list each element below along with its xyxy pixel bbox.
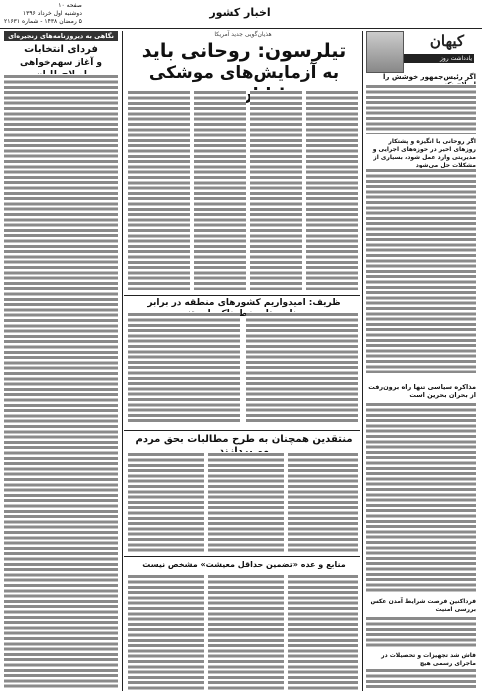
bottom-col-3 xyxy=(128,452,204,552)
issue-line: ۵ رمضان ۱۴۳۸ - شماره ۲۱۶۳۱ xyxy=(4,18,82,25)
bottom-subheadline: منابع و عده «تضمین حداقل معیشت» مشخص نیس… xyxy=(142,560,346,569)
bottom-col-2 xyxy=(208,452,284,552)
author-photo xyxy=(366,31,404,73)
right-story-4-headline: فاش شد تجهیزات و تحصیلات در ماجرای رسمی … xyxy=(381,652,476,667)
main-col-1 xyxy=(306,90,358,290)
date-line: دوشنبه اول خرداد ۱۳۹۶ xyxy=(22,10,82,17)
right-story-1-body xyxy=(366,168,476,373)
page-header: صفحه ۱۰ دوشنبه اول خرداد ۱۳۹۶ ۵ رمضان ۱۴… xyxy=(0,0,482,29)
bottom-col-1 xyxy=(288,452,358,552)
logo-text: کیهان xyxy=(429,32,465,50)
last-col-2 xyxy=(208,574,284,690)
newspaper-logo: کیهان xyxy=(418,31,476,51)
main-col-3 xyxy=(194,90,246,290)
divider-mid xyxy=(124,295,360,296)
sidebar-tag: یادداشت روز xyxy=(404,54,474,63)
last-col-1 xyxy=(288,574,358,690)
main-col-4 xyxy=(128,90,190,290)
right-story-2-headline: مذاکره سیاسی تنها راه برون‌رفت از بحران … xyxy=(368,383,476,399)
column-divider xyxy=(362,31,363,691)
left-title-1: فردای انتخابات xyxy=(24,44,98,55)
mid-col-2 xyxy=(128,312,240,424)
left-column-body xyxy=(4,74,118,690)
sidebar-body xyxy=(366,84,476,134)
divider-bottom xyxy=(124,430,360,431)
main-kicker: هذیان‌گویی جدید آمریکا xyxy=(214,31,272,38)
section-title: اخبار کشور xyxy=(209,6,271,19)
right-story-3-headline: فرداکنین فرصت شرایط آمدن عکس بررسی امنیت xyxy=(370,598,476,613)
page-number: صفحه ۱۰ xyxy=(58,2,82,9)
bottom-headline: منتقدین همچنان به طرح مطالبات بحق مردم م… xyxy=(135,434,353,457)
issue-info: صفحه ۱۰ دوشنبه اول خرداد ۱۳۹۶ ۵ رمضان ۱۴… xyxy=(4,2,82,26)
right-story-2-body xyxy=(366,402,476,592)
right-story-1-headline: اگر روحانی با انگیزه و پشتکار روزهای اخی… xyxy=(372,138,476,169)
left-box-title: نگاهی به دیروز‌نامه‌های زنجیره‌ای xyxy=(4,31,118,41)
masthead: کیهان xyxy=(364,31,476,51)
divider-last xyxy=(124,556,360,557)
mid-headline: ظریف: امیدواریم کشورهای منطقه در برابر س… xyxy=(147,298,341,319)
mid-col-1 xyxy=(246,312,358,424)
right-story-4-body xyxy=(366,668,476,690)
last-col-3 xyxy=(128,574,204,690)
left-column-divider xyxy=(122,31,123,691)
right-story-3-body xyxy=(366,616,476,648)
main-headline-1: تیلرسون: روحانی باید xyxy=(141,40,347,62)
main-col-2 xyxy=(250,90,302,290)
